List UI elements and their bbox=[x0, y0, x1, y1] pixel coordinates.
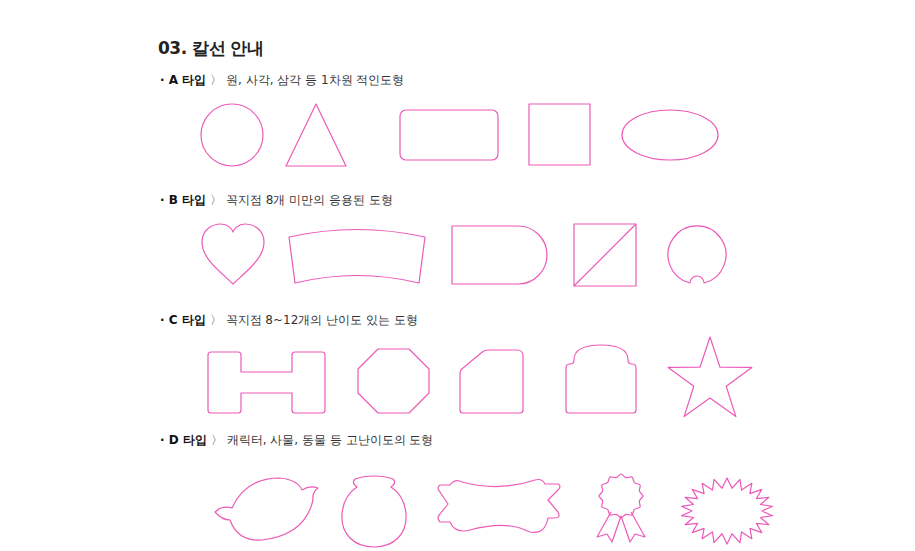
octagon-shape bbox=[358, 349, 429, 413]
leaf-shape bbox=[215, 478, 318, 540]
starburst-holder bbox=[681, 478, 772, 544]
house-shape bbox=[460, 350, 523, 413]
banner-shape bbox=[438, 480, 560, 533]
rosette-shape bbox=[599, 474, 643, 518]
circle-shape bbox=[201, 104, 263, 166]
pot-shape bbox=[342, 476, 406, 547]
heart-shape bbox=[202, 224, 264, 284]
starburst-shape bbox=[681, 478, 772, 544]
type-key: · D 타입 bbox=[160, 432, 207, 449]
h-shape bbox=[208, 352, 325, 413]
type-description: 〉 캐릭터, 사물, 동물 등 고난이도의 도형 bbox=[211, 432, 434, 449]
rosette-ribbon bbox=[597, 512, 645, 542]
type-row: · D 타입〉 캐릭터, 사물, 동물 등 고난이도의 도형 bbox=[160, 432, 433, 449]
type-row: · B 타입〉 꼭지점 8개 미만의 응용된 도형 bbox=[160, 192, 393, 209]
type-description: 〉 꼭지점 8개 미만의 응용된 도형 bbox=[210, 192, 393, 209]
arch-shape bbox=[566, 345, 636, 413]
rosette-holder bbox=[599, 474, 643, 518]
type-row: · C 타입〉 꼭지점 8~12개의 난이도 있는 도형 bbox=[160, 312, 418, 329]
square-shape bbox=[574, 224, 636, 286]
d-shape bbox=[452, 226, 547, 284]
diagonal-line bbox=[574, 224, 636, 286]
rounded-rect-shape bbox=[400, 110, 498, 160]
type-key: · A 타입 bbox=[160, 72, 206, 89]
type-key: · C 타입 bbox=[160, 312, 206, 329]
ellipse-shape bbox=[622, 110, 718, 160]
triangle-shape bbox=[286, 104, 346, 166]
star-shape bbox=[668, 337, 752, 417]
type-key: · B 타입 bbox=[160, 192, 206, 209]
type-description: 〉 꼭지점 8~12개의 난이도 있는 도형 bbox=[210, 312, 418, 329]
curved-band-shape bbox=[289, 230, 425, 284]
square-shape bbox=[529, 104, 590, 165]
type-row: · A 타입〉 원, 사각, 삼각 등 1차원 적인도형 bbox=[160, 72, 404, 89]
type-description: 〉 원, 사각, 삼각 등 1차원 적인도형 bbox=[210, 72, 404, 89]
notched-circle-shape bbox=[668, 226, 726, 283]
page-title: 03. 칼선 안내 bbox=[158, 37, 263, 60]
